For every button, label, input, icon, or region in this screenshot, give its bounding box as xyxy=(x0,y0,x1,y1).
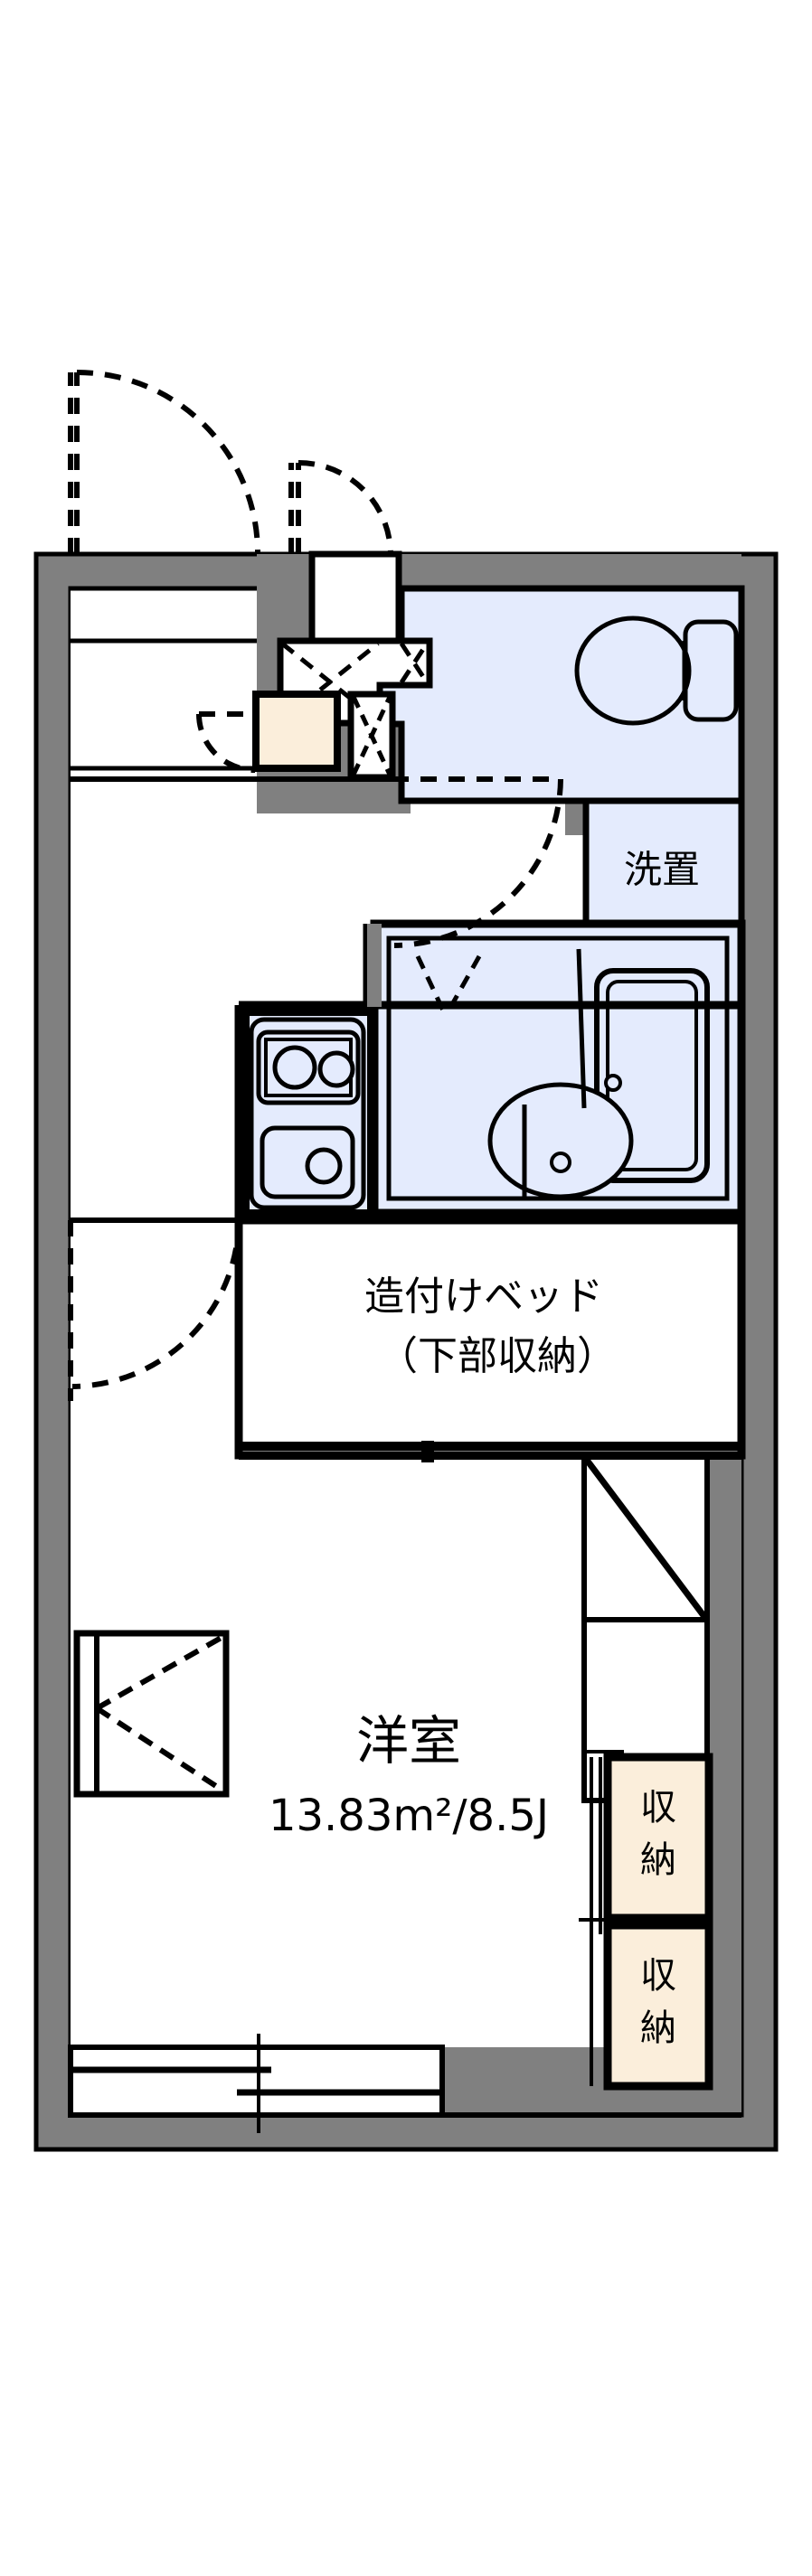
room-unit-bath xyxy=(370,919,746,1217)
washer-place-label: 洗置 xyxy=(624,848,700,892)
main-room-outline xyxy=(71,1217,741,2118)
storage-closets xyxy=(579,1750,713,2091)
sink-icon xyxy=(260,1125,355,1199)
closet-lower-label-line1: 収 xyxy=(640,1955,676,1997)
hall-lines xyxy=(71,586,392,1220)
kitchen-unit xyxy=(242,1009,374,1217)
entrance-genkan xyxy=(277,550,433,727)
small-closet xyxy=(347,691,396,781)
room-toilet xyxy=(363,585,745,804)
closet-lower-label-line2: 納 xyxy=(640,2007,676,2049)
main-room-area-label: 13.83m²/8.5J xyxy=(269,1791,549,1841)
wet-zone-pillar xyxy=(367,924,382,1007)
side-window xyxy=(73,1630,230,1798)
toilet-icon xyxy=(574,616,739,726)
closet-upper[interactable] xyxy=(603,1753,713,1923)
built-in-bed-label-line1: 造付けベッド xyxy=(364,1274,603,1320)
built-in-bed xyxy=(234,1216,746,1462)
built-in-bed-label-line2: （下部収納） xyxy=(378,1333,617,1379)
balcony-window xyxy=(68,2034,445,2133)
casement-window-icon xyxy=(95,1633,226,1794)
main-room-name-label: 洋室 xyxy=(356,1710,461,1772)
shoe-box xyxy=(252,691,341,772)
stove-icon xyxy=(256,1029,361,1105)
closet-lower[interactable] xyxy=(603,1921,713,2091)
entrance-upper-box xyxy=(308,550,402,644)
door-swing-arcs xyxy=(68,370,563,1401)
round-basin-icon xyxy=(487,1082,634,1199)
closet-upper-label-line1: 収 xyxy=(640,1787,676,1829)
closet-door-track xyxy=(579,1750,624,2086)
closet-upper-label-line2: 納 xyxy=(640,1839,676,1881)
wall-closet-hanging xyxy=(581,1454,710,1803)
diagonal-closet-icon xyxy=(583,1456,708,1621)
crossed-box-icon-small xyxy=(351,695,392,776)
bed-latch-icon xyxy=(421,1441,434,1462)
